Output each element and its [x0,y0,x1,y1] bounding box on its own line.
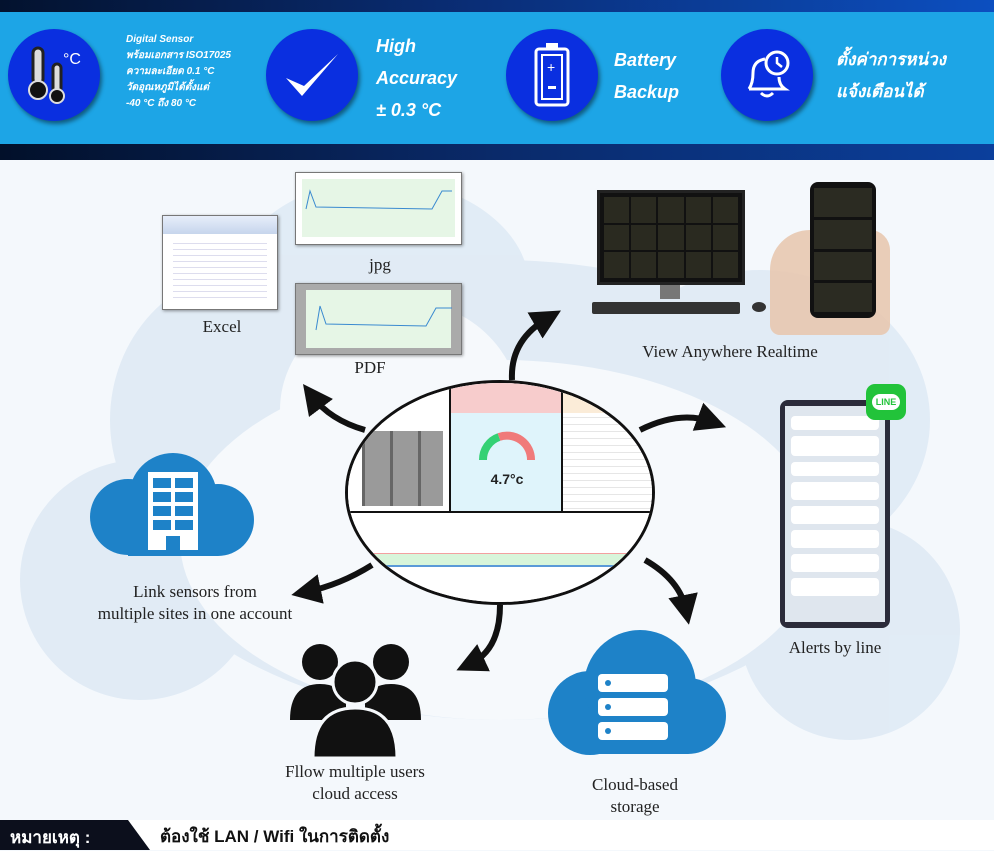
view-anywhere-label: View Anywhere Realtime [642,342,818,361]
users-icon [290,644,421,760]
temperature-reading: 4.7°c [490,471,524,487]
gauge-panel: 4.7°c [451,383,563,513]
excel-thumbnail [162,215,278,310]
svg-text:°C: °C [63,51,81,68]
jpg-thumbnail [295,172,462,245]
phone-dashboard-image [810,182,876,318]
freezer-panel [348,383,451,513]
dashboard-ellipse: 4.7°c [345,380,655,605]
temperature-gauge [478,431,536,461]
checkmark-icon [266,29,358,121]
pdf-label: PDF [354,358,386,377]
svg-text:+: + [547,59,555,75]
footer-note-bar [0,820,994,850]
alerts-by-line-label: Alerts by line [788,638,882,657]
monitor-dashboard-image [597,190,745,285]
footer-note-tag: หมายเหตุ : [0,820,150,850]
footer-note-text: ต้องใช้ LAN / Wifi ในการติดตั้ง [160,827,390,846]
cloud-storage-icon [548,630,726,755]
excel-label: Excel [202,317,242,336]
mouse-image [752,302,766,312]
keyboard-image [592,302,740,314]
bell-clock-icon [721,29,813,121]
line-chat-phone [780,400,890,628]
data-table-panel [563,383,652,513]
building-cloud-icon [90,453,254,556]
alert-delay-text: ตั้งค่าการหน่วงแจ้งเตือนได้ [836,50,946,101]
thermometer-icon: °C [8,29,100,121]
jpg-label: jpg [369,255,391,274]
banner-bottom-bar [0,144,994,160]
line-app-icon: LINE [866,384,906,420]
trend-chart-panel [348,513,652,602]
top-bar [0,0,994,12]
battery-icon: + [506,29,598,121]
pdf-thumbnail [295,283,462,355]
monitor-stand [660,285,680,299]
